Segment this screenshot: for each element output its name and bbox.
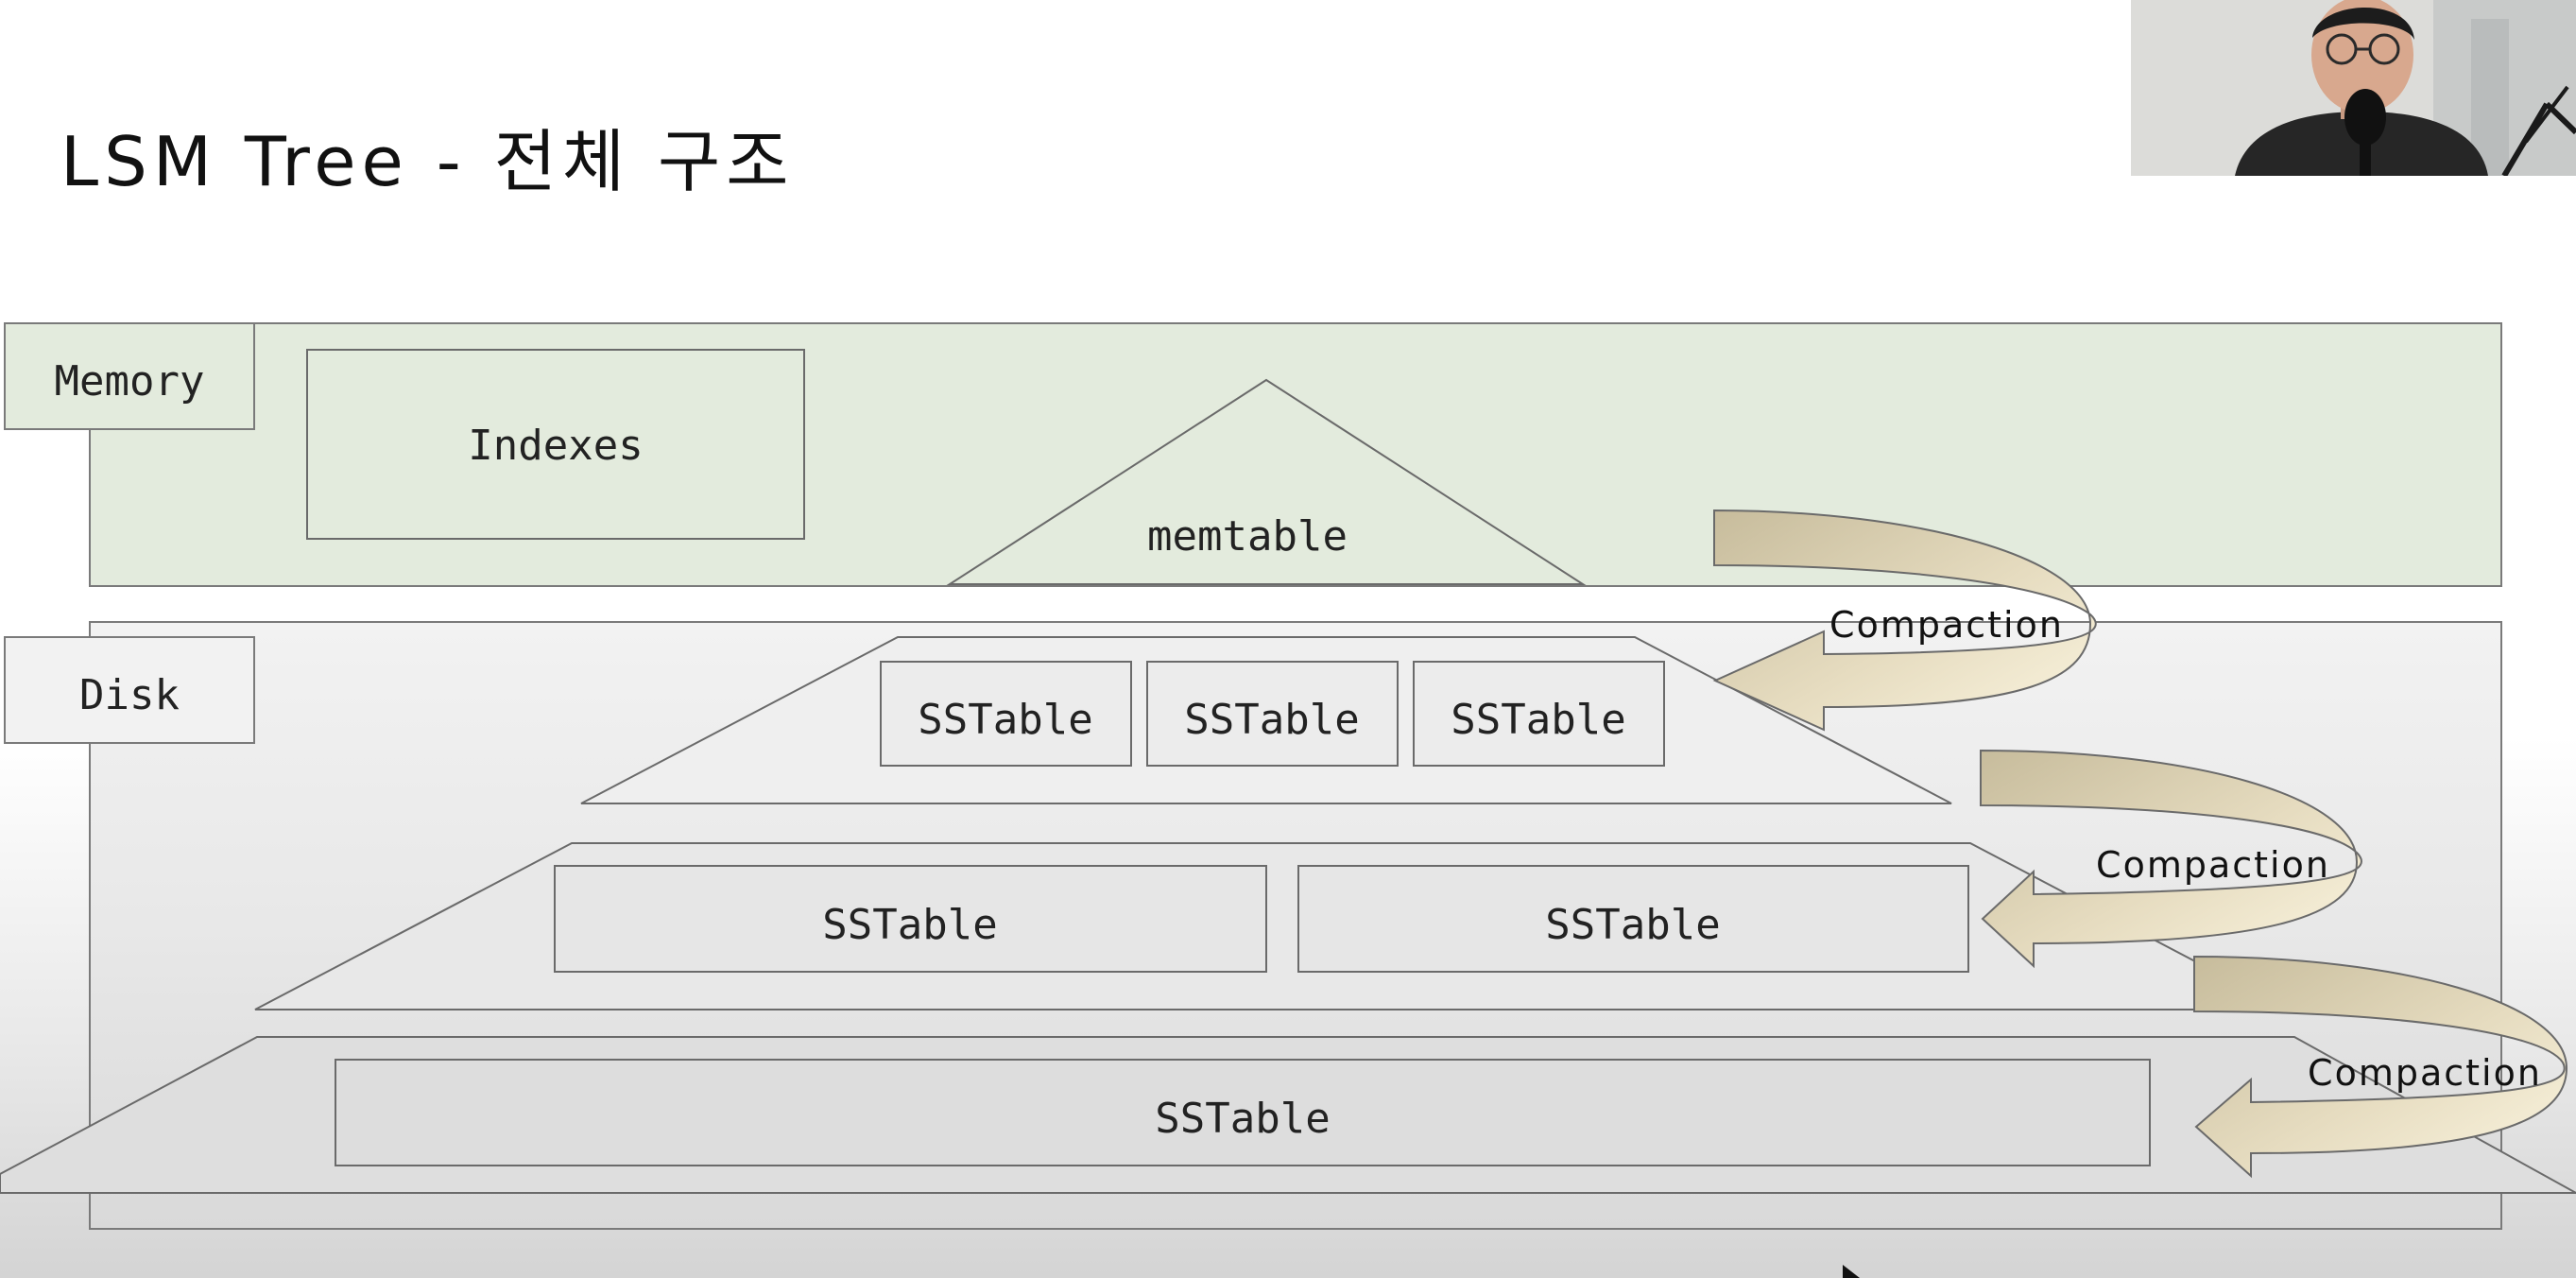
indexes-box xyxy=(306,349,805,540)
level-0-sstable-label: SSTable xyxy=(1184,696,1359,744)
compaction-label: Compaction xyxy=(2308,1052,2542,1094)
mouse-cursor-icon xyxy=(1843,1265,1860,1278)
level-0-sstable-box xyxy=(1146,661,1399,767)
level-0-sstable-label: SSTable xyxy=(918,696,1092,744)
slide-title: LSM Tree - 전체 구조 xyxy=(60,122,794,201)
compaction-arrow xyxy=(1980,749,2362,969)
disk-label-box xyxy=(4,636,255,744)
presenter-webcam xyxy=(2131,0,2576,176)
memory-label-box xyxy=(4,322,255,430)
memory-label: Memory xyxy=(55,357,205,406)
compaction-label: Compaction xyxy=(2096,844,2330,886)
level-2-sstable-box xyxy=(335,1059,2151,1166)
level-1-sstable-label: SSTable xyxy=(822,901,997,949)
level-0-sstable-label: SSTable xyxy=(1451,696,1625,744)
indexes-label: Indexes xyxy=(468,422,643,470)
compaction-arrow xyxy=(1712,509,2097,732)
disk-label: Disk xyxy=(79,671,180,719)
memtable-label: memtable xyxy=(1147,512,1348,561)
level-2-sstable-label: SSTable xyxy=(1155,1095,1330,1143)
compaction-arrow xyxy=(2193,955,2568,1179)
level-0-sstable-box xyxy=(1413,661,1665,767)
memtable-triangle xyxy=(946,378,1587,585)
level-0-sstable-box xyxy=(880,661,1132,767)
level-1-sstable-label: SSTable xyxy=(1545,901,1720,949)
presenter-video-thumbnail-icon xyxy=(2131,0,2576,176)
level-1-sstable-box xyxy=(1297,865,1969,973)
level-1-sstable-box xyxy=(554,865,1267,973)
compaction-label: Compaction xyxy=(1829,604,2064,646)
